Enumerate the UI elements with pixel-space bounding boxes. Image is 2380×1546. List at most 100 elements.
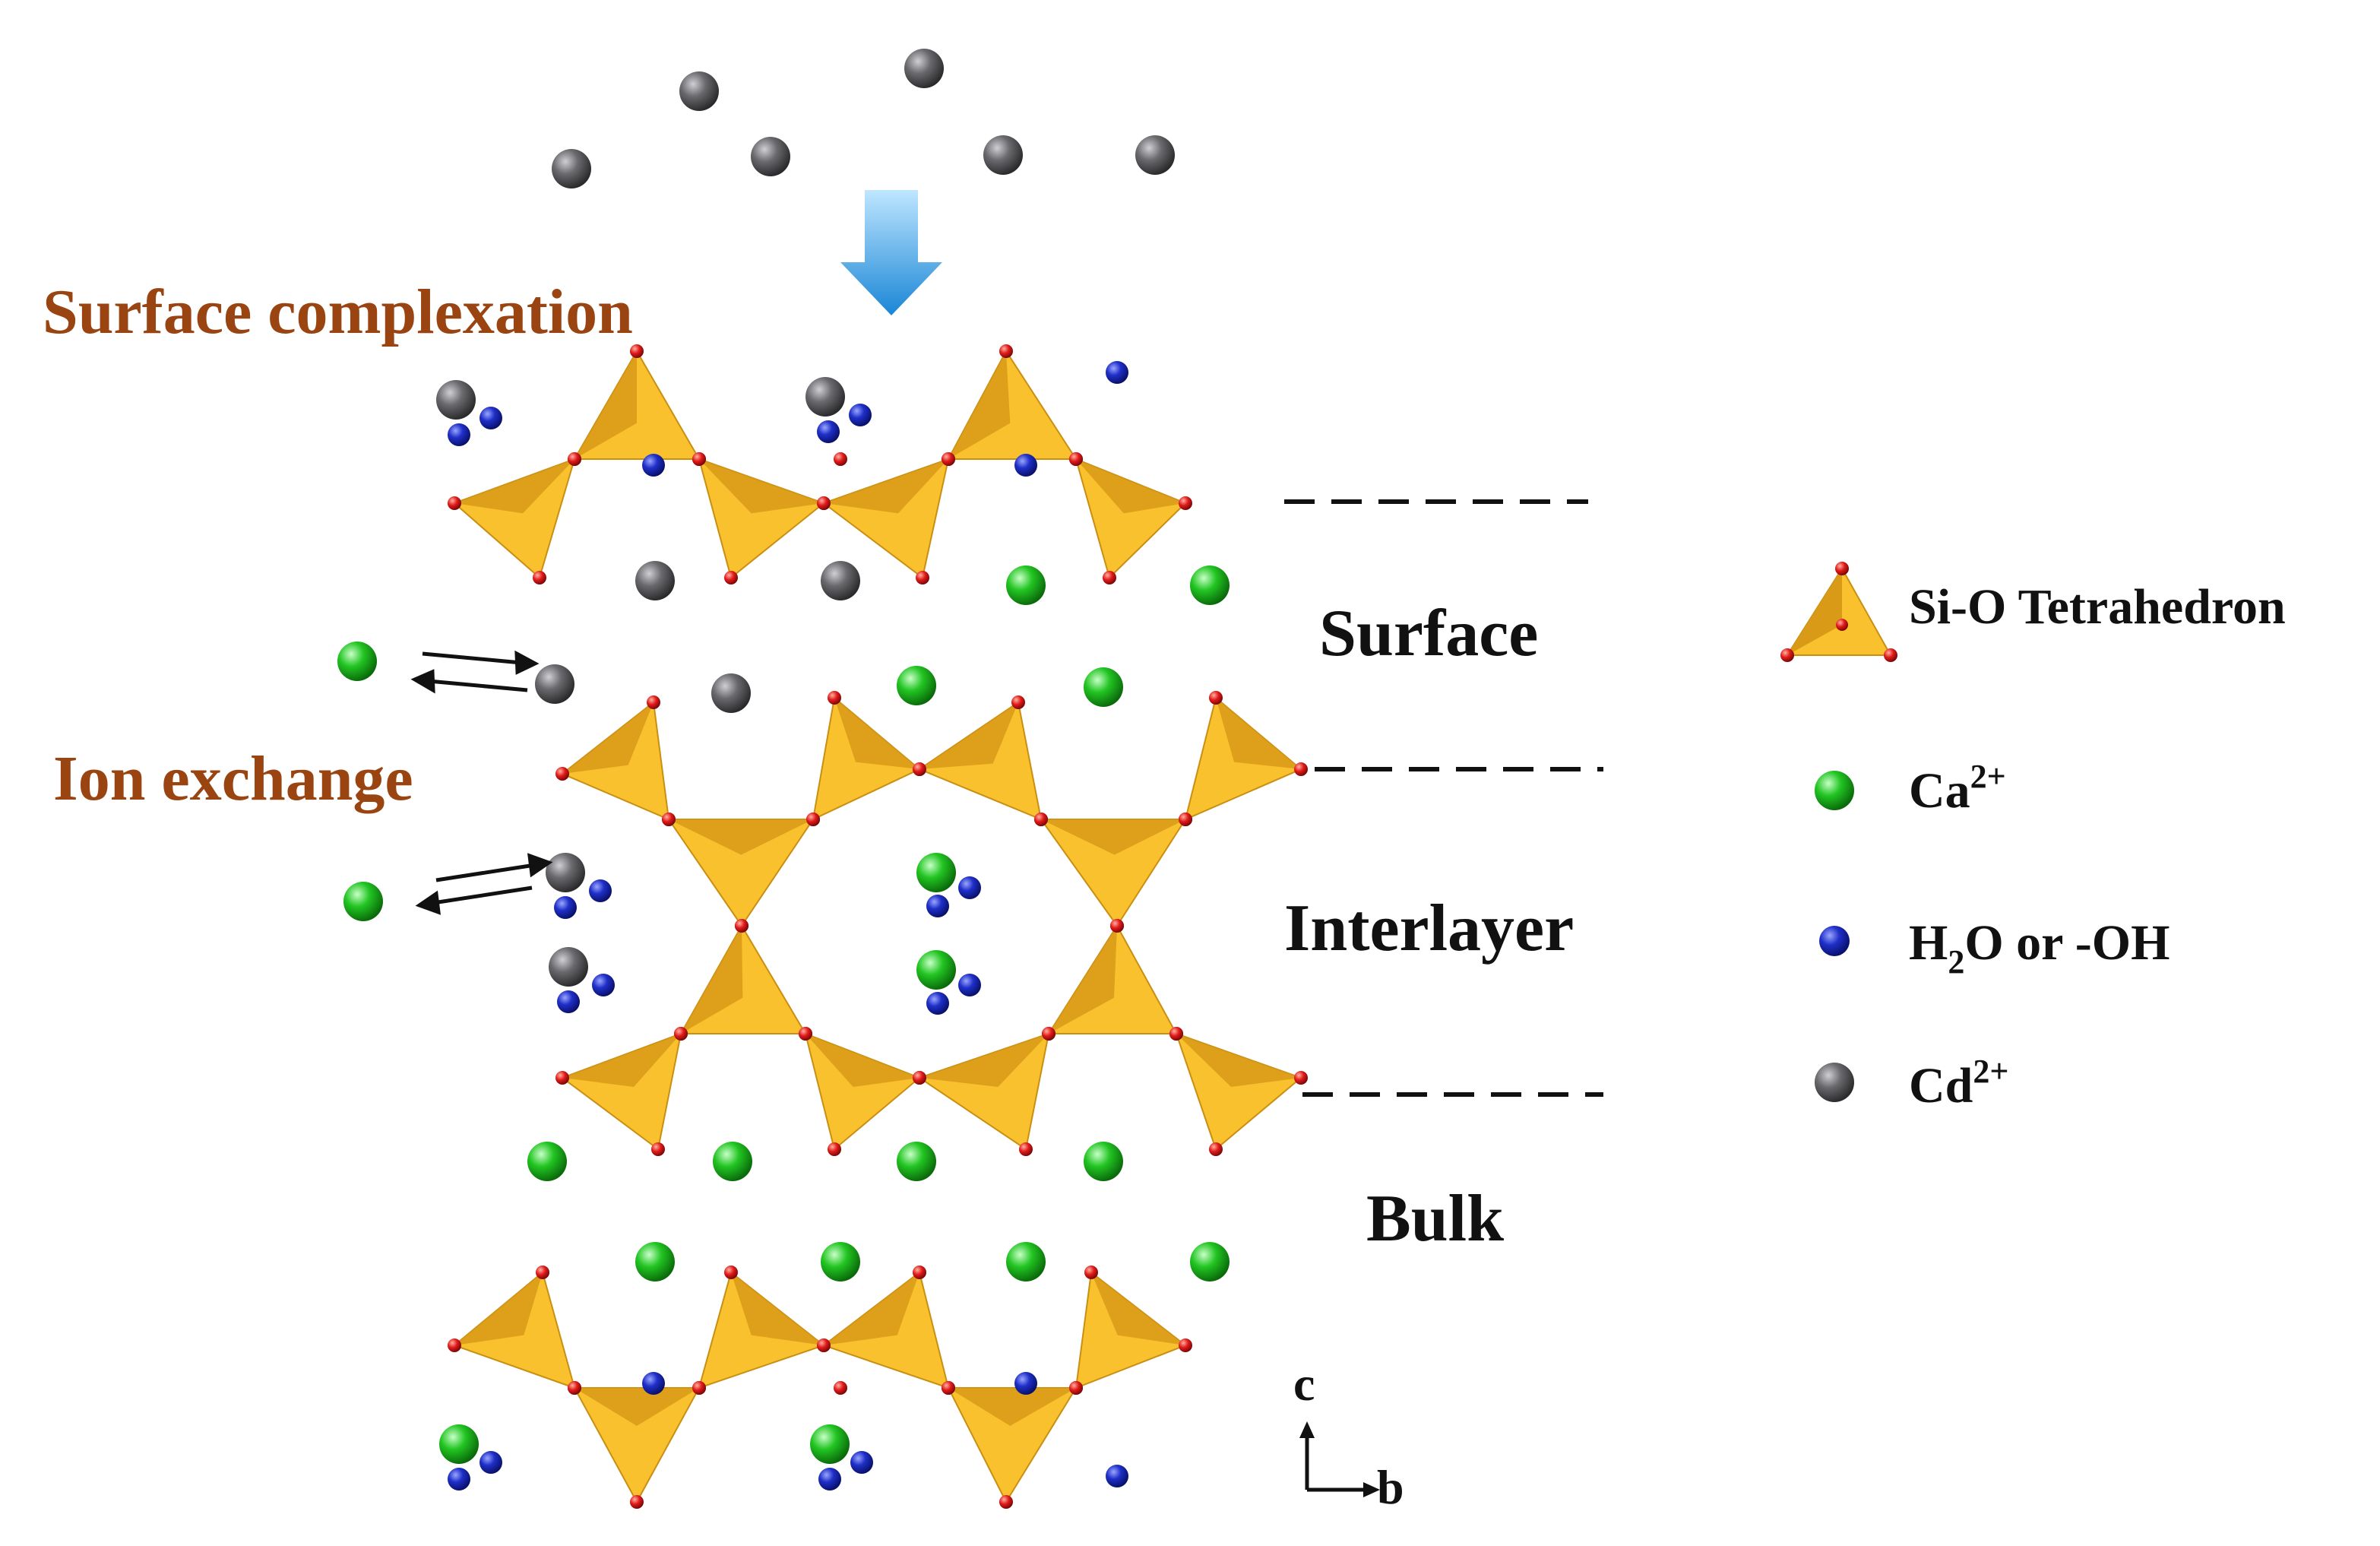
si-o-tetrahedron <box>942 1381 1083 1509</box>
oxygen-atom <box>568 1381 581 1395</box>
silicate-layers <box>448 344 1308 1509</box>
ion-exchange-label: Ion exchange <box>53 743 413 814</box>
ion-exchange-arrows-lower <box>415 853 553 915</box>
oxygen-atom <box>692 452 706 466</box>
legend-calcium-label: Ca2+ <box>1909 758 2006 819</box>
calcium-ion <box>1006 565 1046 605</box>
oxygen-atom <box>828 691 841 705</box>
water-molecule <box>1106 1465 1128 1487</box>
calcium-ion <box>1084 667 1123 707</box>
oxygen-atom <box>1209 691 1223 705</box>
oxygen-atom <box>630 344 644 358</box>
calcium-ion <box>1084 1142 1123 1181</box>
si-o-tetrahedron <box>568 1381 706 1509</box>
legend-cadmium-label: Cd2+ <box>1909 1053 2008 1114</box>
si-o-tetrahedron <box>692 452 831 585</box>
oxygen-atom <box>724 1266 738 1279</box>
cadmium-ion <box>436 380 476 420</box>
oxygen-atom <box>817 496 831 510</box>
oxygen-atom <box>1294 1071 1308 1085</box>
si-o-tetrahedron <box>1169 1027 1308 1156</box>
oxygen-atom <box>806 813 820 826</box>
legend-tetrahedron-label: Si-O Tetrahedron <box>1909 579 2286 635</box>
oxygen-atom <box>913 762 926 776</box>
oxygen-atom <box>1294 762 1308 776</box>
calcium-ion <box>1190 1242 1230 1281</box>
calcium-ion <box>527 1142 567 1181</box>
oxygen-atom <box>662 813 676 826</box>
oxygen-atom <box>1069 452 1083 466</box>
cadmium-ion <box>679 71 719 111</box>
water-molecule <box>958 876 981 899</box>
water-molecule <box>589 879 612 902</box>
oxygen-atom <box>1069 1381 1083 1395</box>
si-o-tetrahedron <box>1034 813 1192 933</box>
calcium-ion <box>897 1142 936 1181</box>
si-o-tetrahedron <box>448 452 581 585</box>
incoming-arrow <box>840 190 942 315</box>
water-molecule <box>849 404 872 426</box>
oxygen-atom <box>568 452 581 466</box>
si-o-tetrahedron <box>913 1027 1055 1156</box>
water-molecule <box>818 1468 841 1491</box>
si-o-tetrahedron <box>806 691 926 826</box>
oxygen-atom <box>1084 1266 1098 1279</box>
oxygen-atom <box>724 571 738 585</box>
calcium-ion <box>897 666 936 705</box>
si-o-tetrahedron <box>1069 1266 1192 1395</box>
oxygen-atom <box>647 695 660 709</box>
oxygen-atom <box>942 1381 955 1395</box>
oxygen-atom <box>834 452 847 466</box>
si-o-tetrahedron <box>799 1027 926 1156</box>
oxygen-atom <box>692 1381 706 1395</box>
water-molecule <box>958 974 981 996</box>
oxygen-atom <box>1103 571 1116 585</box>
calcium-ion <box>337 642 377 681</box>
si-o-tetrahedron <box>692 1266 831 1395</box>
calcium-ion <box>1006 1242 1046 1281</box>
si-o-tetrahedron <box>662 813 820 933</box>
oxygen-atom <box>448 1338 461 1352</box>
surface-region-label: Surface <box>1319 597 1538 670</box>
oxygen-atom <box>1179 813 1192 826</box>
cadmium-ion <box>549 947 588 987</box>
oxygen-atom <box>913 1266 926 1279</box>
oxygen-atom <box>1042 1027 1055 1041</box>
oxygen-atom <box>735 919 748 933</box>
cadmium-ion <box>711 673 751 713</box>
water-molecule <box>448 1468 470 1491</box>
legend: Si-O Tetrahedron Ca2+ H2O or -OH Cd2+ <box>1780 562 2286 1114</box>
water-molecule <box>479 1451 502 1474</box>
oxygen-atom <box>448 496 461 510</box>
calcium-ion <box>916 853 956 892</box>
oxygen-atom <box>1179 496 1192 510</box>
cadmium-ion <box>983 135 1023 175</box>
water-molecule <box>557 990 580 1013</box>
water-molecule <box>479 407 502 429</box>
cadmium-ion <box>904 49 944 88</box>
axis-c-label: c <box>1293 1357 1315 1411</box>
water-molecule <box>926 895 949 917</box>
oxygen-atom <box>1011 695 1025 709</box>
water-molecule <box>1014 454 1037 477</box>
water-molecule <box>1014 1372 1037 1395</box>
water-molecule <box>554 896 577 919</box>
cadmium-ion <box>635 561 675 600</box>
oxygen-atom <box>828 1142 841 1156</box>
oxygen-atom <box>1169 1027 1183 1041</box>
cadmium-ion <box>546 853 585 892</box>
axis-indicator <box>1299 1421 1380 1497</box>
si-o-tetrahedron <box>555 695 676 826</box>
calcium-ion <box>343 882 383 921</box>
calcium-ion <box>635 1242 675 1281</box>
water-molecule <box>642 1372 665 1395</box>
calcium-ion <box>1190 565 1230 605</box>
si-o-tetrahedron <box>448 1266 581 1395</box>
oxygen-atom <box>942 452 955 466</box>
oxygen-atom <box>1179 1338 1192 1352</box>
cadmium-ion <box>1135 135 1175 175</box>
interlayer-atoms <box>337 49 1230 1491</box>
si-o-tetrahedron <box>674 919 812 1041</box>
si-o-tetrahedron <box>913 695 1048 826</box>
si-o-tetrahedron <box>1179 691 1308 826</box>
